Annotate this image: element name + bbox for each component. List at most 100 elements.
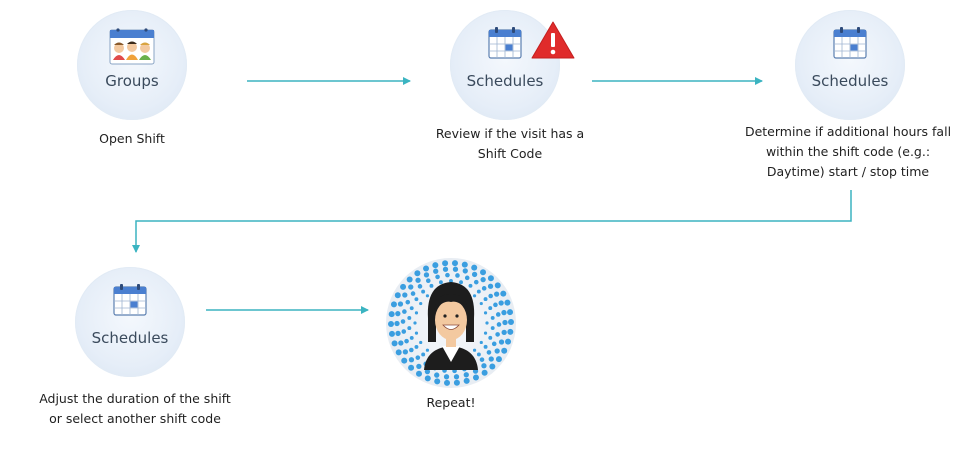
halo-dot [501, 329, 507, 336]
halo-dot [489, 363, 496, 370]
halo-dot [405, 299, 411, 305]
smiling-person-avatar-icon [388, 260, 514, 386]
halo-dot [488, 335, 493, 340]
halo-dot [480, 269, 487, 276]
halo-dot [434, 372, 440, 378]
halo-dot [391, 340, 398, 347]
halo-dot [414, 297, 419, 302]
schedules-determine-node: Schedules [795, 10, 905, 120]
halo-dot [408, 284, 414, 290]
halo-dot [453, 379, 460, 386]
node-label: Schedules [811, 72, 889, 90]
halo-dot [434, 378, 441, 385]
halo-dot [463, 372, 469, 378]
halo-dot [424, 375, 431, 382]
halo-dot [501, 347, 508, 354]
halo-dot [494, 348, 500, 354]
calendar-icon [832, 26, 868, 64]
halo-dot [397, 301, 404, 307]
groups-node: Groups [77, 10, 187, 120]
halo-dot [400, 283, 407, 290]
halo-dot [493, 291, 500, 297]
halo-dot [417, 284, 423, 289]
halo-dot [483, 331, 488, 335]
halo-dot [491, 341, 497, 347]
halo-dot [410, 291, 416, 296]
halo-dot [423, 272, 430, 278]
halo-dot [481, 369, 488, 376]
halo-dot [463, 377, 470, 384]
halo-dot [471, 271, 478, 278]
halo-dot [471, 264, 478, 271]
halo-dot [452, 266, 459, 272]
halo-dot [507, 328, 514, 335]
repeat-node [386, 258, 516, 388]
halo-dot [407, 326, 412, 331]
halo-dot [423, 265, 430, 272]
halo-dot [402, 292, 408, 298]
halo-dot [505, 338, 512, 345]
halo-dot [400, 319, 406, 324]
halo-dot [459, 280, 463, 285]
halo-dot [487, 283, 494, 289]
halo-dot [479, 357, 485, 362]
halo-dot [402, 309, 407, 314]
halo-dot [413, 321, 417, 325]
halo-dot [424, 368, 431, 375]
halo-dot [493, 302, 498, 308]
halo-dot [504, 299, 511, 306]
halo-dot [495, 332, 500, 337]
halo-dot [481, 363, 487, 369]
halo-dot [488, 356, 494, 362]
halo-dot [462, 268, 468, 274]
halo-dot [487, 275, 494, 282]
halo-dot [496, 322, 502, 327]
halo-dot [453, 374, 460, 380]
halo-dot [425, 278, 431, 284]
halo-dot [409, 347, 414, 353]
halo-dot [401, 357, 408, 364]
halo-dot [464, 275, 470, 281]
calendar-icon [112, 283, 148, 321]
halo-dot [468, 283, 473, 288]
halo-dot [398, 340, 404, 346]
halo-dot [407, 316, 412, 320]
halo-dot [394, 292, 401, 299]
halo-dot [395, 330, 401, 337]
halo-dot [502, 319, 508, 326]
halo-dot [401, 329, 407, 334]
halo-dot [483, 311, 488, 315]
halo-dot [442, 266, 449, 272]
halo-dot [498, 339, 505, 345]
halo-dot [501, 309, 507, 316]
halo-dot [476, 352, 481, 357]
halo-dot [480, 276, 486, 283]
halo-dot [476, 289, 481, 294]
halo-dot [483, 344, 488, 349]
halo-dot [414, 331, 419, 335]
halo-dot [416, 363, 422, 370]
halo-dot [449, 279, 453, 283]
halo-dot [479, 301, 483, 306]
halo-dot [402, 349, 409, 355]
halo-dot [495, 356, 502, 363]
node-label: Schedules [91, 329, 169, 347]
halo-dot [451, 260, 458, 267]
repeat-caption: Repeat! [426, 395, 476, 410]
halo-dot [442, 260, 449, 267]
halo-dot [498, 300, 504, 306]
halo-dot [507, 319, 514, 326]
schedules-adjust-caption: Adjust the duration of the shift or sele… [39, 391, 231, 426]
halo-dot [395, 310, 401, 317]
calendar-icon [487, 26, 523, 64]
halo-dot [388, 330, 395, 337]
halo-dot [415, 370, 422, 377]
halo-dot [481, 286, 487, 291]
halo-dot [419, 301, 423, 306]
halo-dot [485, 321, 489, 325]
halo-dot [409, 306, 414, 311]
halo-dot [443, 374, 450, 380]
halo-dot [495, 312, 501, 317]
halo-dot [425, 348, 430, 352]
halo-dot [486, 350, 492, 355]
